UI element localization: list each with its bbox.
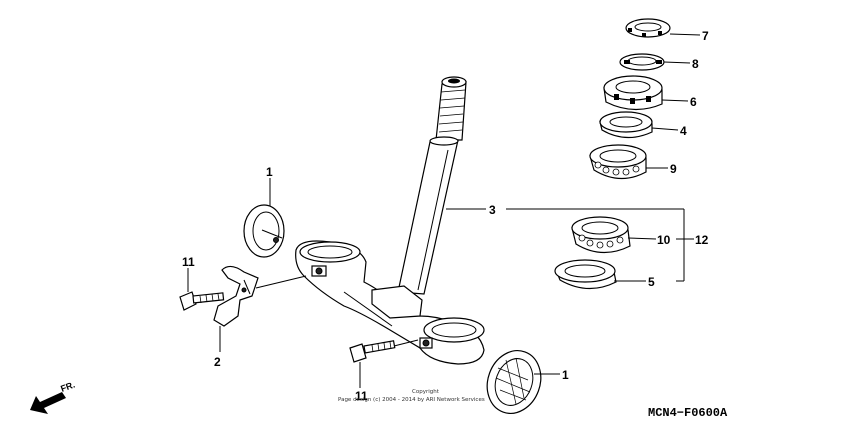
callout-11-left[interactable]: 11: [182, 255, 195, 269]
callout-3[interactable]: 3: [489, 203, 496, 217]
leader-lines: [187, 33, 701, 388]
callout-12[interactable]: 12: [695, 233, 709, 247]
front-direction-indicator: FR.: [30, 380, 76, 414]
dust-seal-5[interactable]: [554, 259, 617, 290]
dust-seal-4[interactable]: [599, 111, 653, 139]
callout-7[interactable]: 7: [702, 29, 709, 43]
diagram-code: MCN4−F0600A: [648, 406, 728, 420]
callout-10[interactable]: 10: [657, 233, 671, 247]
cap-1-lower[interactable]: [479, 343, 550, 421]
bearing-9[interactable]: [589, 144, 647, 180]
callout-1-upper[interactable]: 1: [266, 165, 273, 179]
callout-2[interactable]: 2: [214, 355, 221, 369]
callout-numbers: 7 8 6 4 9 3 1 10 12 11 5 2 1 11: [182, 29, 709, 403]
front-label: FR.: [59, 380, 76, 394]
lock-nut-7[interactable]: [625, 18, 671, 38]
callout-11-bottom[interactable]: 11: [355, 389, 368, 403]
callout-4[interactable]: 4: [680, 124, 687, 138]
watermark-line-2: Page design (c) 2004 - 2014 by ARI Netwo…: [338, 397, 485, 403]
lower-triple-clamp[interactable]: [295, 240, 485, 365]
bolt-11-left[interactable]: [179, 291, 225, 311]
lock-washer-8[interactable]: [619, 53, 665, 71]
callout-9[interactable]: 9: [670, 162, 677, 176]
callout-5[interactable]: 5: [648, 275, 655, 289]
copyright-watermark: Copyright Page design (c) 2004 - 2014 by…: [338, 389, 485, 403]
bearing-10[interactable]: [571, 216, 631, 254]
bolt-11-bottom[interactable]: [349, 340, 396, 363]
steering-stem[interactable]: [397, 76, 467, 295]
watermark-line-1: Copyright: [412, 389, 440, 395]
front-arrow-icon: [30, 392, 66, 414]
cap-1-upper[interactable]: [243, 204, 285, 258]
callout-6[interactable]: 6: [690, 95, 697, 109]
adjusting-nut-6[interactable]: [603, 75, 663, 111]
callout-1-lower[interactable]: 1: [562, 368, 569, 382]
cable-guide-bracket[interactable]: [213, 265, 259, 327]
callout-8[interactable]: 8: [692, 57, 699, 71]
